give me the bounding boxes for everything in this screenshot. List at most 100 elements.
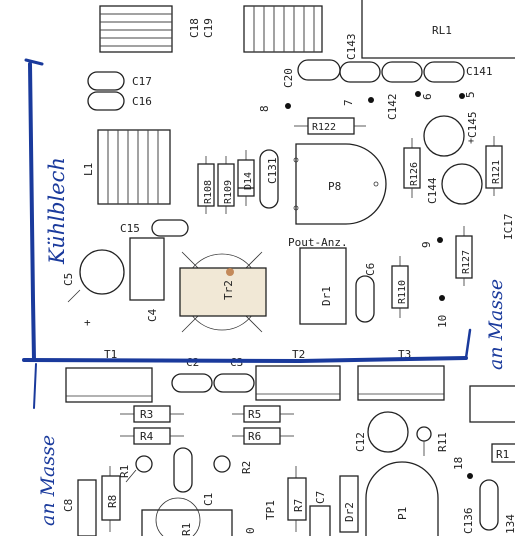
resistor-r4 — [120, 427, 184, 445]
label-ic-bottom: R1 — [180, 523, 193, 536]
transistor-tr2 — [179, 251, 267, 333]
resistor-r8 — [101, 466, 121, 532]
capacitor-c144 — [441, 163, 483, 205]
label-r108: R108 — [203, 180, 214, 204]
label-c20: C20 — [282, 68, 295, 88]
c145-plus: + — [468, 136, 474, 147]
label-r3: R3 — [140, 408, 153, 421]
label-r1-left: R1 — [118, 465, 131, 478]
label-t1: T1 — [104, 348, 117, 361]
transistor-t2 — [255, 365, 341, 401]
label-d14: D14 — [243, 172, 254, 190]
label-c142: C142 — [386, 94, 399, 121]
capacitor-pair-c17-c16 — [87, 71, 125, 111]
component-right-edge — [469, 385, 515, 423]
pin-6: 6 — [421, 93, 434, 100]
resistor-r1-top — [491, 443, 515, 463]
label-c17: C17 — [132, 75, 152, 88]
label-rl1: RL1 — [432, 24, 452, 37]
resistor-r109 — [217, 156, 235, 214]
resistor-r3 — [120, 405, 184, 423]
label-c15: C15 — [120, 222, 140, 235]
resistor-r11-pad — [416, 426, 432, 456]
relay-rl1-outline — [361, 0, 515, 59]
label-pout-anz: Pout-Anz. — [288, 236, 348, 249]
heatsink-outline — [22, 58, 472, 409]
label-t2: T2 — [292, 348, 305, 361]
pin-9: 9 — [420, 241, 433, 248]
label-r5: R5 — [248, 408, 261, 421]
label-r4: R4 — [140, 430, 154, 443]
pad-9 — [437, 237, 443, 243]
transistor-t3 — [357, 365, 445, 401]
c5-plus: + — [84, 316, 91, 329]
annotation-an-masse-right: an Masse — [485, 279, 507, 370]
label-c8: C8 — [62, 499, 75, 512]
pad-7 — [368, 97, 374, 103]
label-r122: R122 — [312, 122, 336, 133]
capacitor-c15 — [151, 219, 189, 237]
pin-8: 8 — [258, 105, 271, 112]
label-c134: 134 — [504, 514, 515, 534]
label-l1: L1 — [82, 163, 95, 176]
capacitor-c136 — [479, 479, 499, 531]
label-r126: R126 — [409, 162, 420, 186]
annotation-an-masse-left: an Masse — [37, 435, 59, 526]
label-c18: C18 — [188, 18, 201, 38]
capacitor-c5 — [67, 249, 125, 303]
label-c145: C145 — [466, 112, 479, 139]
resistor-r5 — [232, 405, 294, 423]
label-dr1: Dr1 — [320, 286, 333, 306]
capacitor-c12 — [367, 411, 409, 453]
label-c141: C141 — [466, 65, 493, 78]
pin-7: 7 — [342, 99, 355, 106]
resistor-r108 — [197, 156, 215, 214]
capacitor-c6 — [355, 275, 375, 323]
resistor-r110 — [391, 256, 409, 318]
resistor-r127 — [455, 226, 473, 286]
pad-5 — [459, 93, 465, 99]
capacitor-row-c20-c141 — [297, 59, 465, 83]
label-p1: P1 — [396, 507, 409, 520]
label-r11: R11 — [436, 432, 449, 452]
inductor-l1 — [97, 129, 171, 205]
pad-10 — [439, 295, 445, 301]
resistor-r122 — [294, 117, 366, 135]
label-c143: C143 — [345, 34, 358, 61]
label-c16: C16 — [132, 95, 152, 108]
pin-18: 18 — [452, 457, 465, 470]
choke-dr2 — [339, 475, 359, 533]
label-r110: R110 — [397, 280, 408, 304]
capacitor-hatch-c19 — [243, 5, 323, 53]
label-c4: C4 — [146, 308, 159, 322]
capacitor-hatch-c18 — [99, 5, 173, 53]
pad-6 — [415, 91, 421, 97]
capacitor-c145 — [423, 115, 465, 157]
label-r127: R127 — [461, 250, 472, 274]
label-ic17: IC17 — [502, 214, 515, 241]
capacitor-c4 — [129, 237, 165, 301]
diode-d14 — [237, 150, 255, 206]
label-r7: R7 — [292, 499, 305, 512]
capacitor-c1 — [173, 447, 193, 493]
label-r1-top: R1 — [496, 448, 509, 461]
transistor-t1 — [65, 367, 153, 403]
label-c136: C136 — [462, 508, 475, 535]
label-dr2: Dr2 — [343, 502, 356, 522]
label-r8: R8 — [106, 495, 119, 508]
label-c144: C144 — [426, 177, 439, 204]
label-c5: C5 — [62, 273, 75, 286]
pad-r2 — [213, 455, 231, 473]
label-c6: C6 — [364, 263, 377, 276]
label-c12: C12 — [354, 432, 367, 452]
pad-8 — [285, 103, 291, 109]
pin-5: 5 — [464, 91, 477, 98]
label-r6: R6 — [248, 430, 261, 443]
capacitor-pair-c2-c3 — [171, 373, 255, 393]
label-c19: C19 — [202, 18, 215, 38]
choke-dr1 — [299, 247, 347, 325]
capacitor-c8 — [77, 479, 97, 536]
label-tr2: Tr2 — [222, 280, 235, 300]
